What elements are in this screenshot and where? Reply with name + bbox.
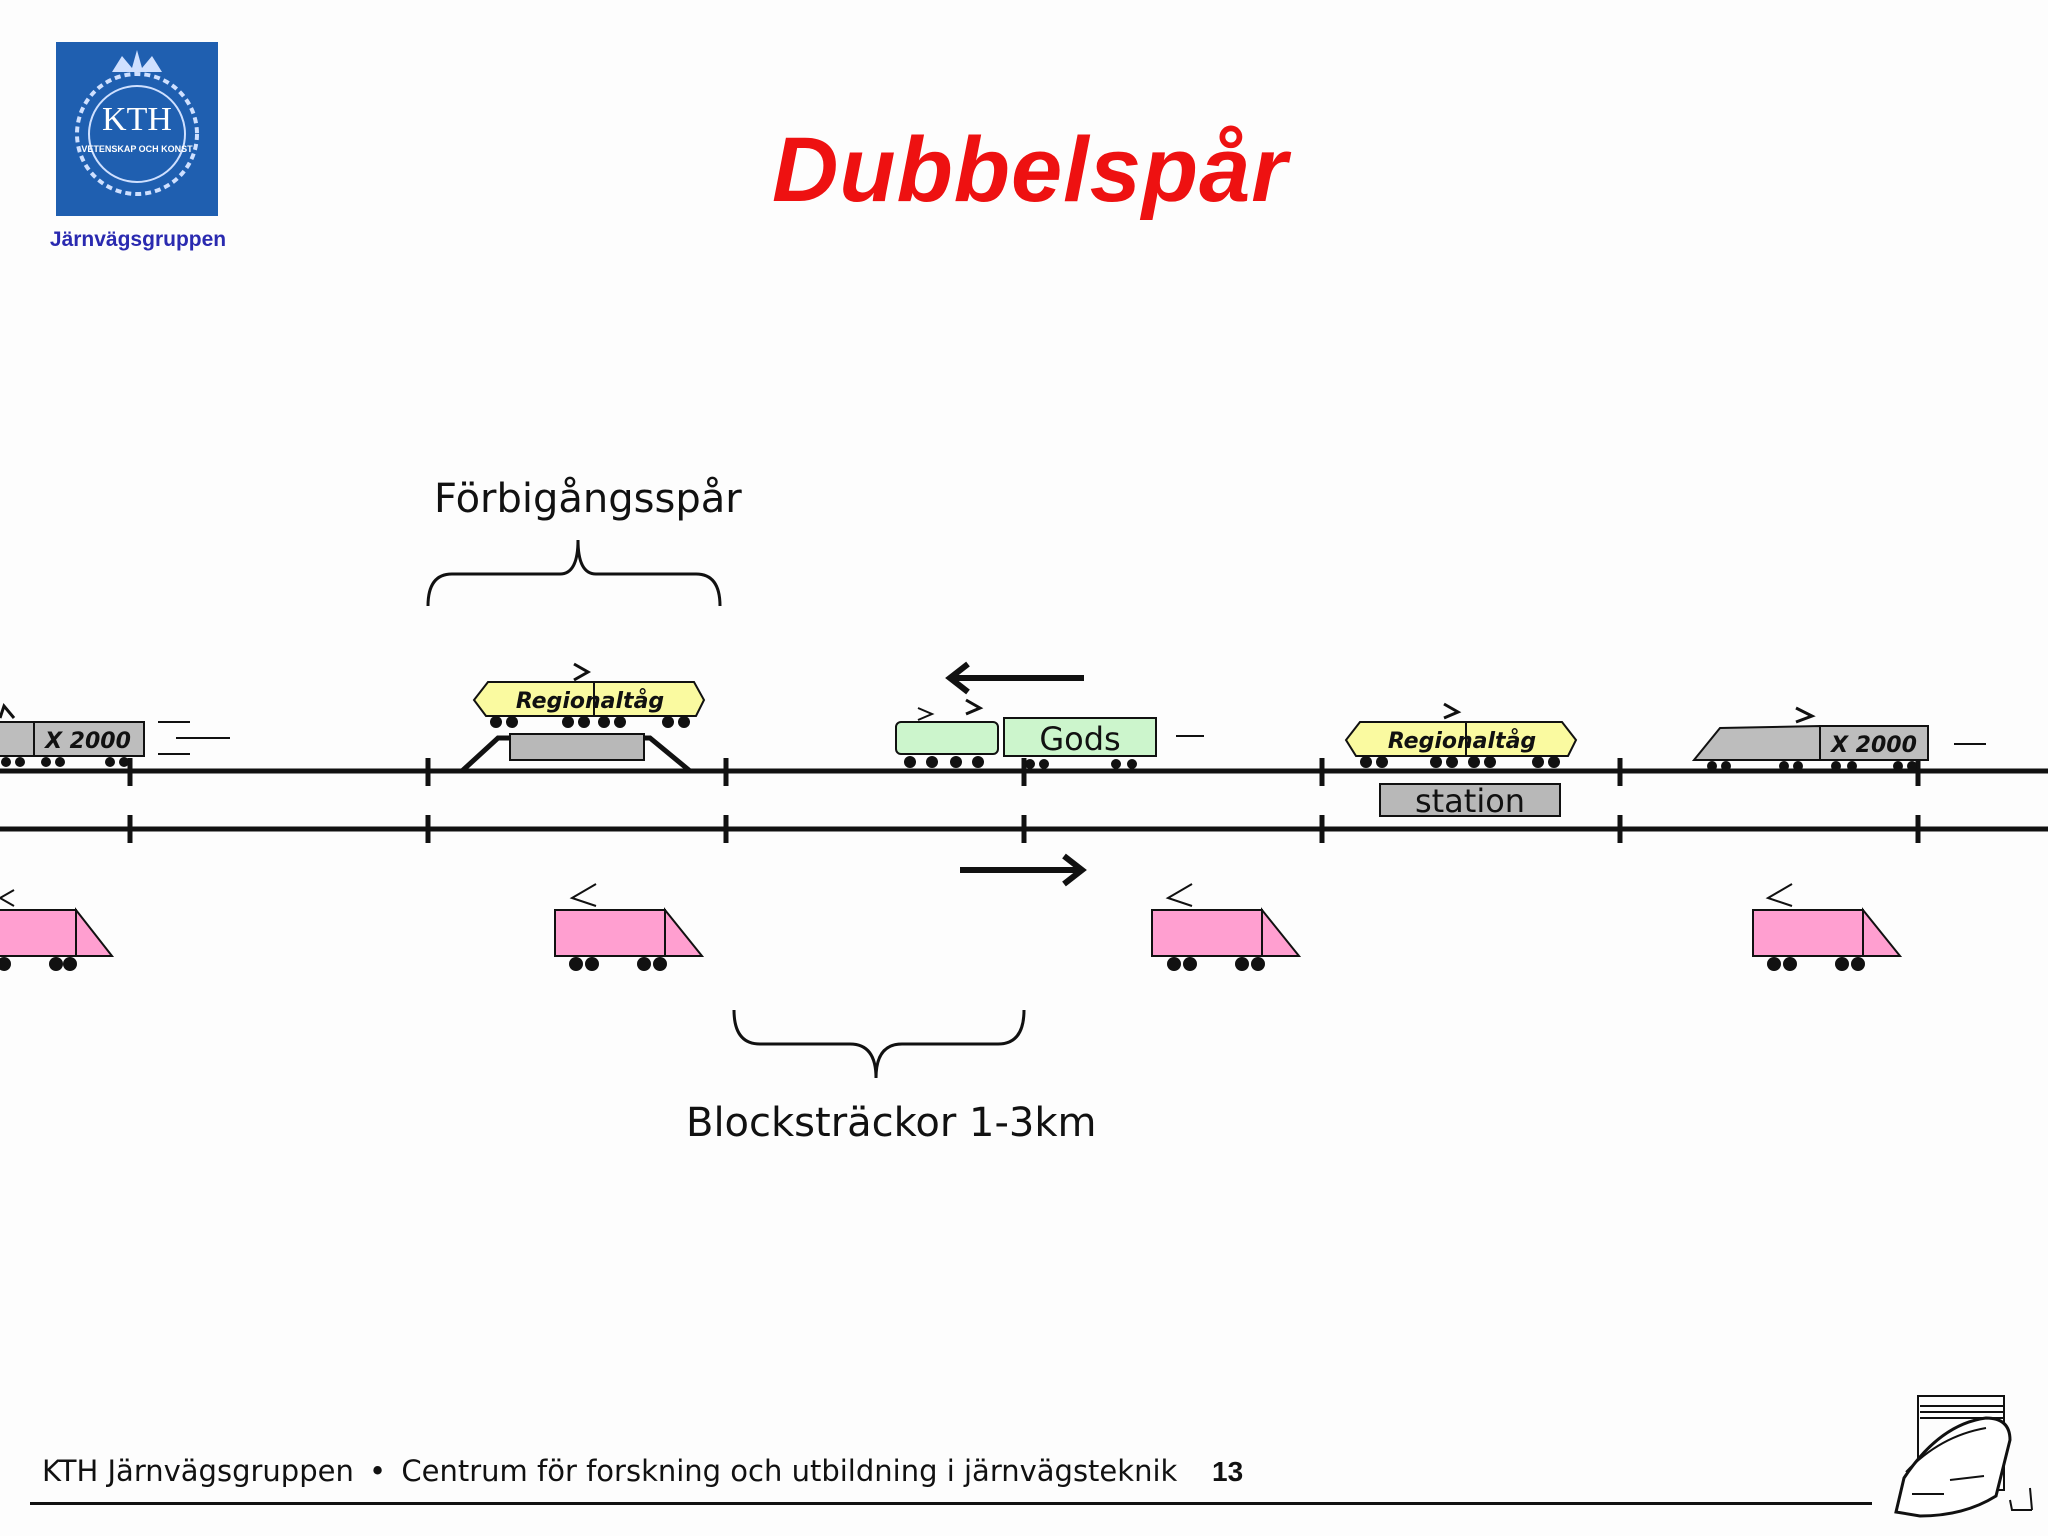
kth-logo: KTH VETENSKAP OCH KONST	[56, 42, 218, 216]
svg-text:Gods: Gods	[1039, 720, 1120, 758]
station-platform: station	[1379, 782, 1561, 820]
footer-text: KTH Järnvägsgruppen • Centrum för forskn…	[42, 1454, 1177, 1488]
high-speed-train-icon	[1894, 1395, 2033, 1518]
footer-org: KTH Järnvägsgruppen	[42, 1454, 354, 1488]
freight-train: Gods	[895, 661, 1204, 769]
svg-text:X 2000: X 2000	[1829, 733, 1917, 758]
pantograph-icon	[569, 883, 597, 907]
lower-train-3	[1151, 883, 1302, 971]
pantograph-icon	[1765, 883, 1793, 907]
footer-description: Centrum för forskning och utbildning i j…	[401, 1454, 1178, 1488]
x2000-left-train: X 2000	[0, 702, 230, 767]
pantograph-icon	[1795, 706, 1816, 724]
regional-train-siding: Regionaltåg	[472, 662, 706, 728]
x2000-right-train: X 2000	[1691, 706, 1986, 771]
lower-train-2	[554, 883, 705, 971]
regional-train-station: Regionaltåg	[1344, 702, 1578, 768]
svg-text:VETENSKAP OCH KONST: VETENSKAP OCH KONST	[81, 144, 193, 154]
block-ticks	[127, 758, 1921, 843]
svg-text:station: station	[1415, 782, 1525, 820]
svg-text:Regionaltåg: Regionaltåg	[516, 688, 664, 714]
kth-crest-icon: KTH VETENSKAP OCH KONST	[75, 50, 199, 196]
pantograph-icon	[1165, 883, 1193, 907]
pantograph-icon	[1443, 702, 1462, 720]
passing-siding	[460, 733, 692, 773]
arrow-right-icon	[960, 853, 1087, 887]
lower-train-4	[1752, 883, 1903, 971]
footer-separator: •	[369, 1454, 387, 1488]
svg-text:KTH: KTH	[102, 101, 172, 138]
pantograph-icon	[0, 702, 16, 719]
block-sections-label: Blocksträckor 1-3km	[686, 1100, 1097, 1146]
pantograph-icon	[573, 662, 592, 682]
svg-text:Regionaltåg: Regionaltåg	[1388, 728, 1536, 754]
slide-title: Dubbelspår	[771, 119, 1289, 221]
svg-text:X 2000: X 2000	[43, 729, 131, 754]
page-number: 13	[1212, 1456, 1244, 1487]
upper-brace	[426, 539, 722, 607]
logo-subtitle: Järnvägsgruppen	[49, 228, 227, 251]
arrow-left-icon	[945, 661, 970, 695]
lower-brace	[732, 1009, 1026, 1079]
passing-track-label: Förbigångsspår	[434, 476, 742, 522]
lower-train-1	[0, 889, 115, 971]
pantograph-icon	[0, 889, 15, 907]
pantograph-icon	[965, 698, 984, 716]
footer-divider	[30, 1502, 1872, 1505]
